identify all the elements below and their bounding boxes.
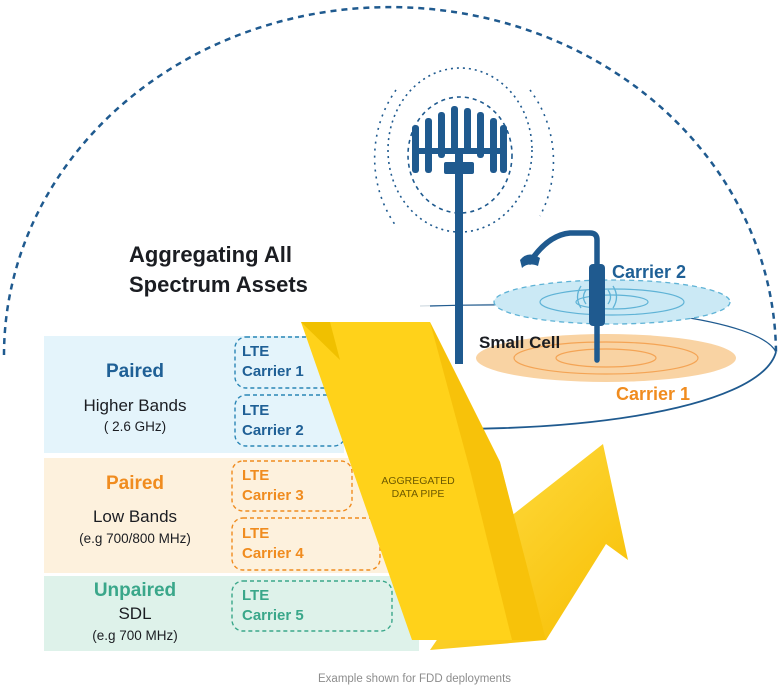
carrier1-label: Carrier 1 — [616, 384, 691, 404]
section-higher-detail: ( 2.6 GHz) — [103, 419, 167, 434]
carrier-label-1: LTE Carrier 1 — [242, 342, 304, 382]
carrier2-ring — [539, 288, 685, 316]
cell-tower-icon — [412, 106, 507, 364]
section-sdl-title: Unpaired — [93, 580, 177, 601]
carrier-box-3 — [231, 460, 353, 512]
footer-note: Example shown for FDD deployments — [318, 673, 512, 685]
signal-waves-icon — [576, 285, 618, 309]
carrier-label-5: LTE Carrier 5 — [242, 586, 304, 626]
section-higher-subtitle: Higher Bands — [83, 396, 187, 415]
carrier2-ring-core — [575, 294, 649, 310]
carrier-name: Carrier 4 — [242, 545, 304, 562]
carrier2-disc — [493, 279, 731, 325]
carrier-tech: LTE — [242, 587, 270, 604]
carrier-name: Carrier 3 — [242, 487, 304, 504]
data-pipe-label-line-1: AGGREGATED — [381, 475, 455, 487]
coverage-dome — [2, 5, 778, 356]
section-low-subtitle: Low Bands — [92, 507, 178, 526]
carrier1-ring-core — [555, 348, 657, 368]
data-pipe-shade — [430, 322, 546, 640]
carrier-label-4: LTE Carrier 4 — [242, 524, 304, 564]
page-title: Aggregating All Spectrum Assets — [129, 240, 308, 300]
title-line-2: Spectrum Assets — [129, 272, 308, 297]
data-pipe-band — [301, 322, 546, 640]
carrier1-disc — [476, 334, 736, 382]
section-higher-title: Paired — [105, 361, 165, 382]
carrier-tech: LTE — [242, 402, 270, 419]
data-pipe-label: AGGREGATED DATA PIPE — [381, 475, 454, 501]
carrier2-label: Carrier 2 — [612, 262, 687, 282]
data-pipe-fold — [301, 322, 340, 360]
carrier-tech: LTE — [242, 467, 270, 484]
carrier-name: Carrier 1 — [242, 363, 304, 380]
carrier-label-2: LTE Carrier 2 — [242, 401, 304, 441]
section-low-detail: (e.g 700/800 MHz) — [79, 531, 191, 546]
small-cell-label: Small Cell — [479, 333, 561, 352]
carrier-tech: LTE — [242, 525, 270, 542]
section-sdl-detail: (e.g 700 MHz) — [92, 628, 178, 643]
small-cell-icon — [520, 230, 618, 363]
section-low-title: Paired — [105, 473, 165, 494]
carrier-label-3: LTE Carrier 3 — [242, 466, 304, 506]
carrier1-ring-inner — [513, 341, 699, 375]
carrier-box-5 — [231, 580, 393, 632]
carrier-tech: LTE — [242, 343, 270, 360]
carrier-name: Carrier 5 — [242, 607, 304, 624]
section-sdl-subtitle: SDL — [118, 604, 152, 623]
carrier-name: Carrier 2 — [242, 422, 304, 439]
data-pipe-label-line-2: DATA PIPE — [391, 488, 445, 500]
carrier-box-4 — [231, 517, 381, 571]
title-line-1: Aggregating All — [129, 242, 292, 267]
